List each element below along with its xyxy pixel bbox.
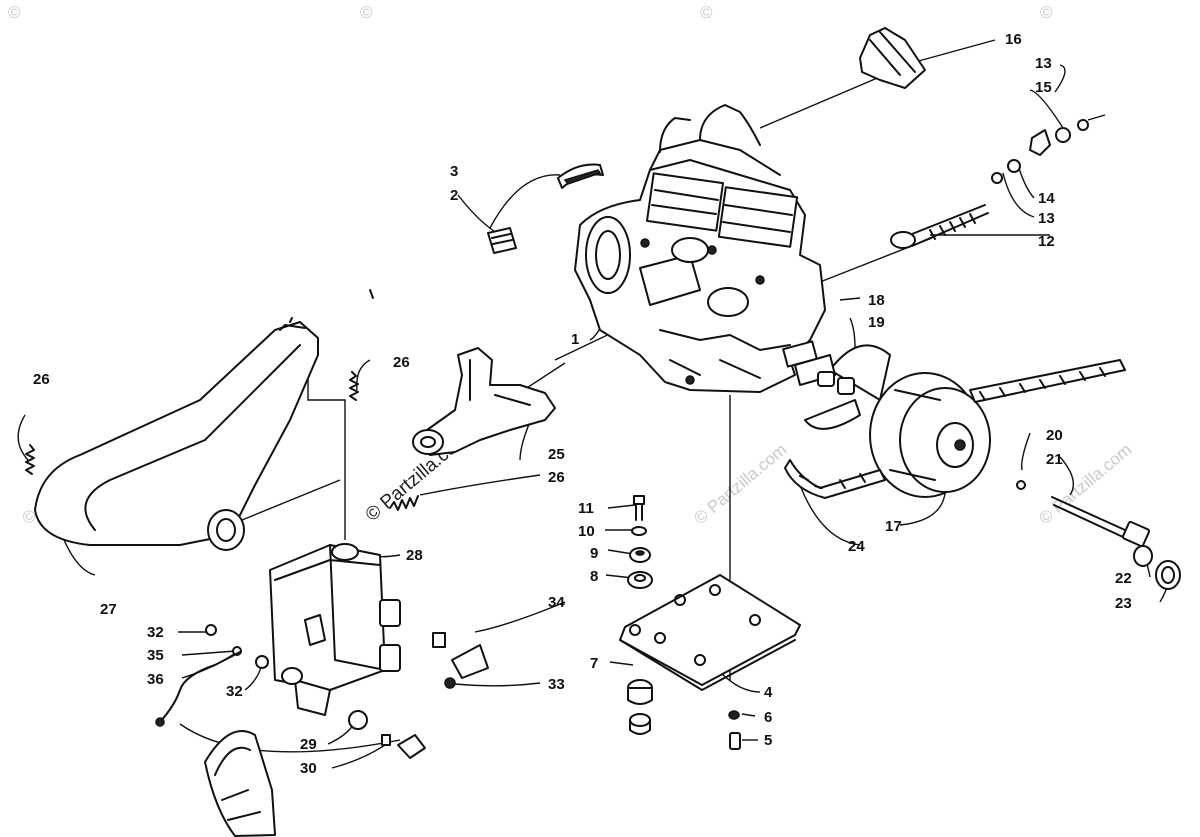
part-3-plate <box>557 163 604 189</box>
part-2-plate <box>487 227 517 254</box>
part-23-cap <box>1155 560 1181 590</box>
part-21-bolt <box>1051 496 1151 548</box>
callout-12: 12 <box>1038 233 1055 250</box>
callout-33: 33 <box>548 676 565 693</box>
callout-32: 32 <box>147 624 164 641</box>
callout-25: 25 <box>548 446 565 463</box>
callout-23: 23 <box>1115 595 1132 612</box>
callout-13: 13 <box>1038 210 1055 227</box>
callout-5: 5 <box>764 732 772 749</box>
callout-4: 4 <box>764 684 773 701</box>
callout-11: 11 <box>578 500 594 517</box>
part-24-drive-belt <box>784 359 1126 499</box>
part-26-spring <box>25 444 35 475</box>
part-16-bracket <box>859 27 926 89</box>
callout-1: 1 <box>571 331 579 348</box>
callout-17: 17 <box>885 518 902 535</box>
part-26-spring <box>389 495 419 511</box>
callout-8: 8 <box>590 568 598 585</box>
part-30-clip <box>381 734 426 759</box>
callout-21: 21 <box>1046 451 1063 468</box>
callout-14: 14 <box>1038 190 1055 207</box>
corner-copyright-mark: © <box>1040 3 1053 22</box>
corner-copyright-mark: © <box>8 3 21 22</box>
callout-32: 32 <box>226 683 243 700</box>
part-1-engine <box>574 104 826 393</box>
corner-copyright-mark: © <box>700 3 713 22</box>
callout-18: 18 <box>868 292 885 309</box>
part-11-bolt <box>633 495 645 521</box>
callout-6: 6 <box>764 709 772 726</box>
part-32-bolt <box>205 624 217 636</box>
callout-labels: 16 13 15 14 13 12 3 2 1 18 19 20 21 17 2… <box>33 31 1132 777</box>
callout-35: 35 <box>147 647 164 664</box>
part-4-mount-plate <box>619 574 801 691</box>
watermark-text: © Partzilla.com <box>690 440 790 528</box>
part-7-mount <box>627 679 653 735</box>
callout-24: 24 <box>848 538 865 555</box>
part-9-isolator <box>629 547 651 563</box>
callout-26: 26 <box>393 354 410 371</box>
callout-3: 3 <box>450 163 458 180</box>
callout-7: 7 <box>590 655 598 672</box>
part-25-exhaust-manifold <box>412 347 556 456</box>
callout-20: 20 <box>1046 427 1063 444</box>
hardware-cluster-13-15 <box>991 119 1089 184</box>
callout-28: 28 <box>406 547 423 564</box>
part-36-cable <box>155 651 241 727</box>
part-10-washer <box>631 526 647 536</box>
callout-10: 10 <box>578 523 595 540</box>
callout-27: 27 <box>100 601 117 618</box>
callout-36: 36 <box>147 671 164 688</box>
part-22-washer <box>1133 545 1153 567</box>
part-28-muffler <box>269 543 401 716</box>
callout-9: 9 <box>590 545 598 562</box>
stray-mark <box>369 289 374 299</box>
callout-29: 29 <box>300 736 317 753</box>
callout-19: 19 <box>868 314 885 331</box>
callout-16: 16 <box>1005 31 1022 48</box>
part-5-bolt <box>729 732 741 750</box>
part-8-isolator <box>627 571 653 589</box>
callout-30: 30 <box>300 760 317 777</box>
callout-26: 26 <box>33 371 50 388</box>
part-6-nut <box>728 710 740 720</box>
callout-2: 2 <box>450 187 458 204</box>
callout-13: 13 <box>1035 55 1052 72</box>
part-29-grommet <box>348 710 368 730</box>
part-12-bolt <box>890 204 989 249</box>
part-33-nut <box>444 677 456 689</box>
callout-34: 34 <box>548 594 565 611</box>
callout-26: 26 <box>548 469 565 486</box>
callout-15: 15 <box>1035 79 1052 96</box>
part-20-washer <box>1016 480 1026 490</box>
part-27-exhaust-pipe <box>34 317 319 551</box>
part-26-spring <box>349 371 359 401</box>
corner-copyright-mark: © <box>360 3 373 22</box>
part-17-drive-clutch <box>794 344 991 498</box>
callout-22: 22 <box>1115 570 1132 587</box>
part-34-bracket <box>432 632 489 679</box>
lower-left-housing <box>204 730 276 837</box>
part-32-washer <box>255 655 269 669</box>
